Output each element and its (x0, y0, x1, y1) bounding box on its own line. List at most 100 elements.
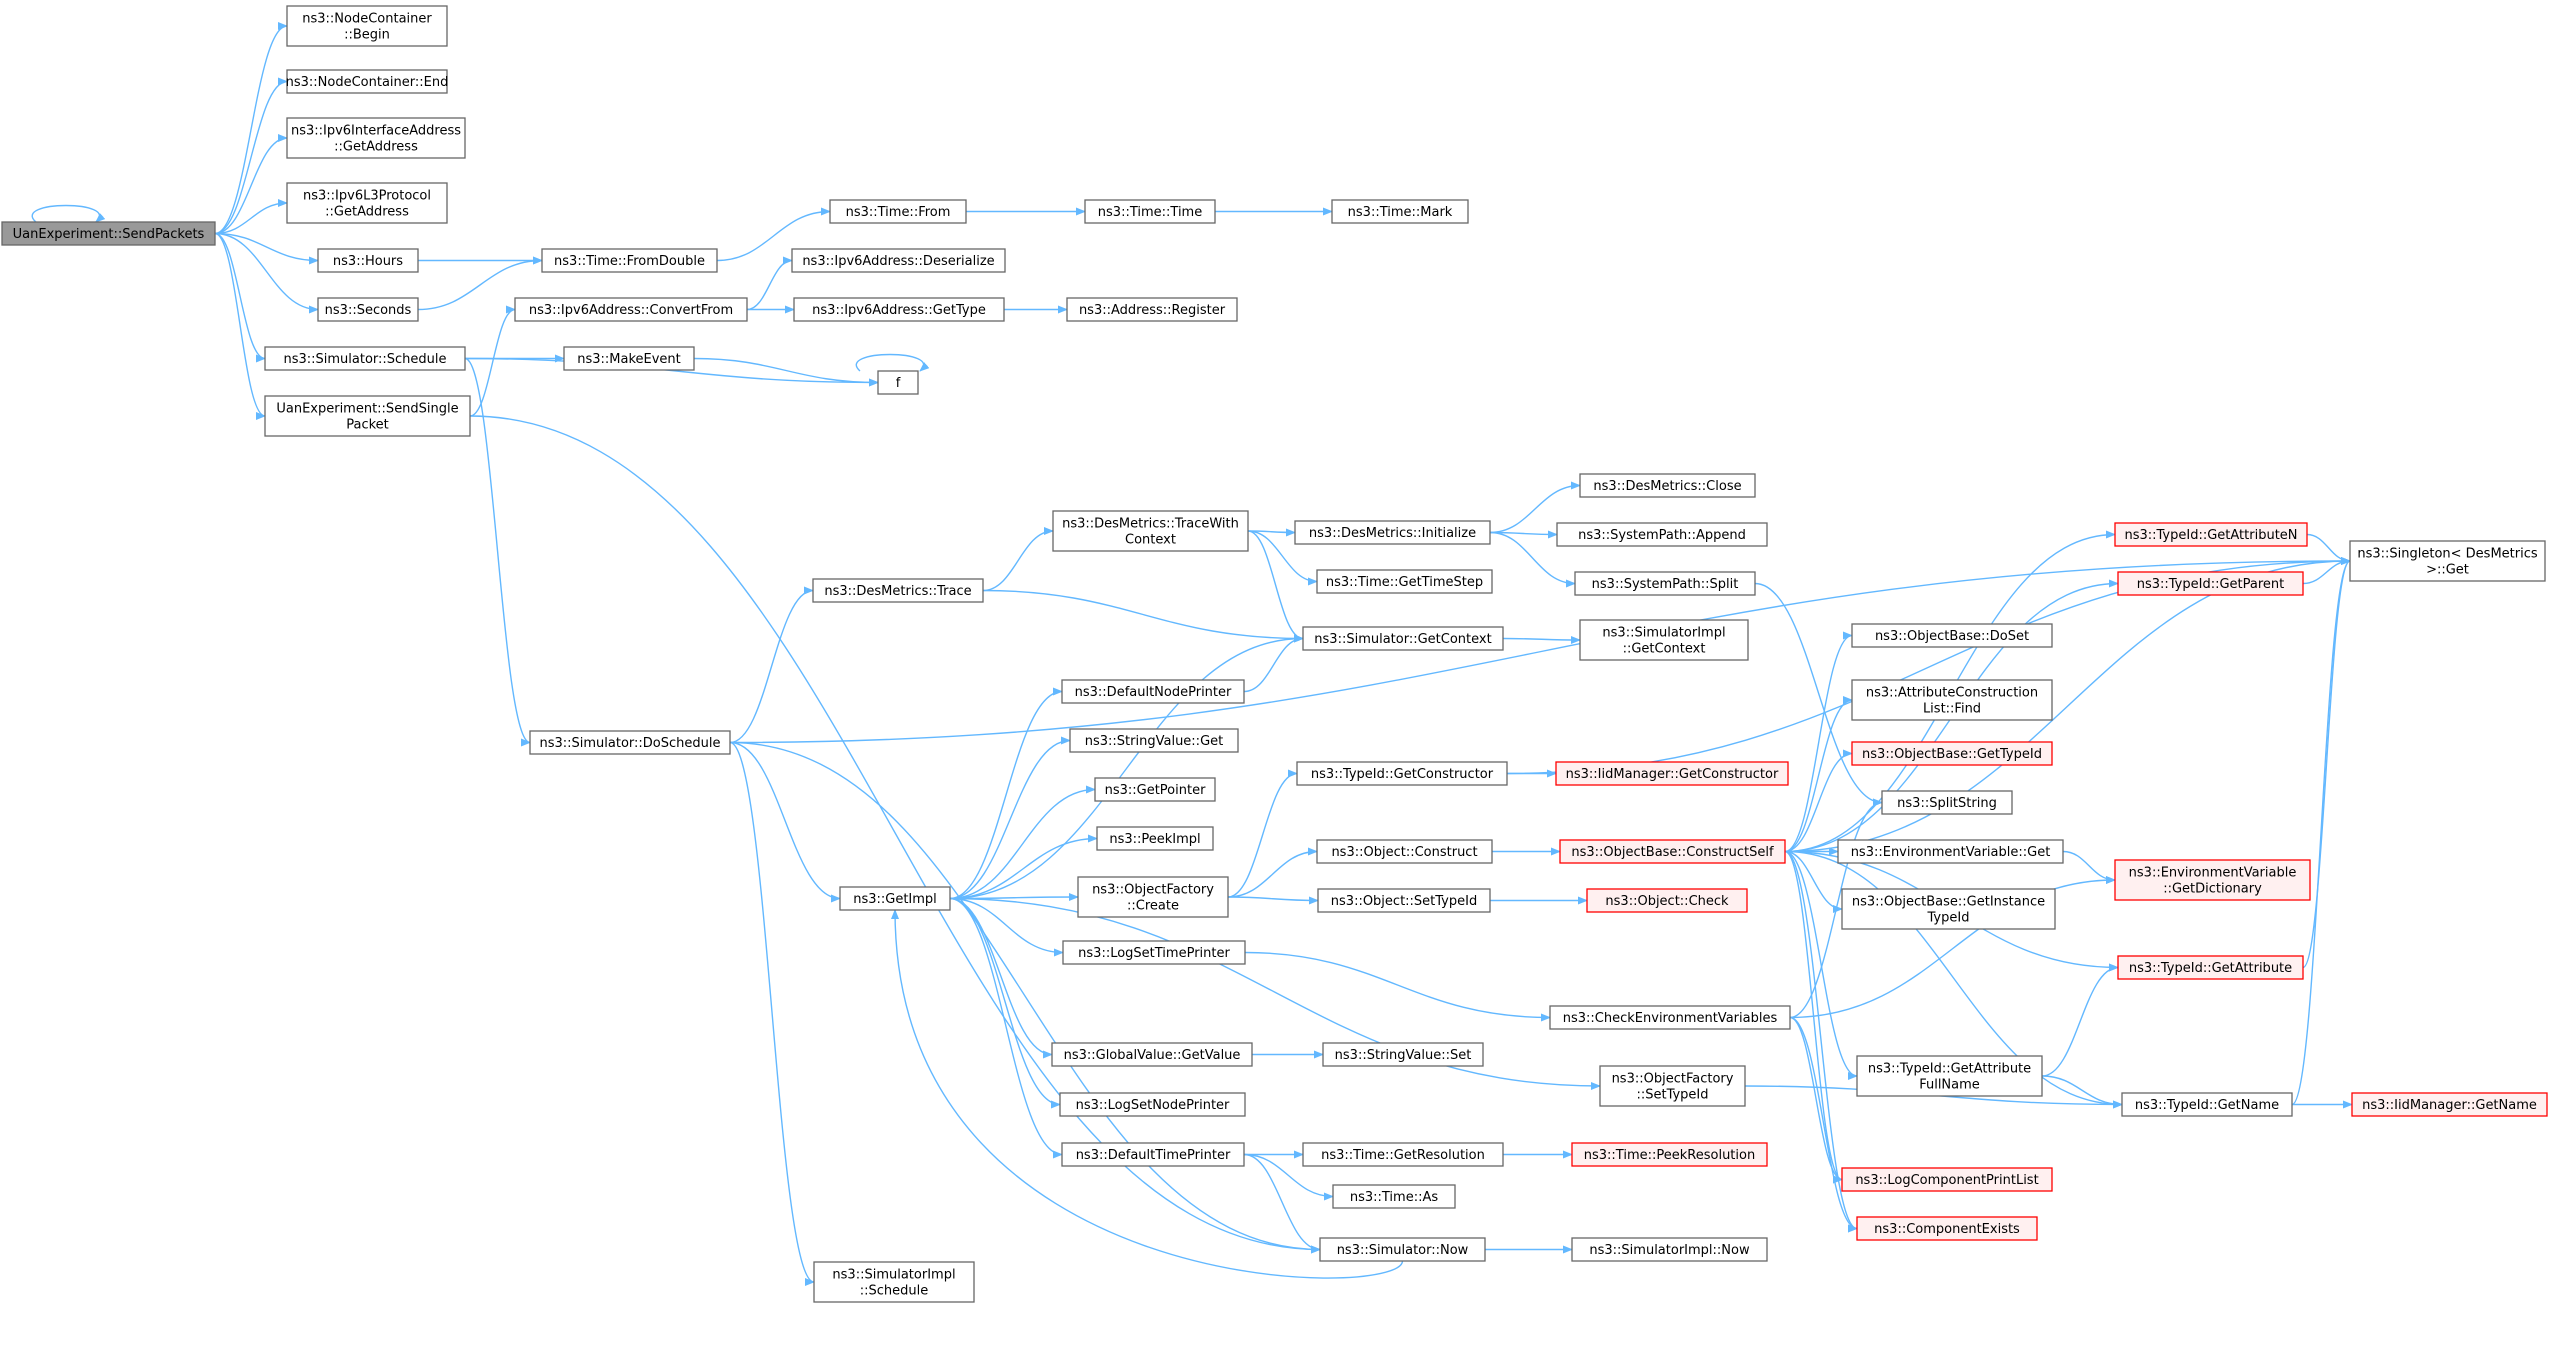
node-label: ns3::ObjectBase::GetTypeId (1862, 747, 2042, 762)
node-typeid-getconstructor[interactable]: ns3::TypeId::GetConstructor (1296, 761, 1508, 786)
node-ipv6-gettype[interactable]: ns3::Ipv6Address::GetType (793, 297, 1005, 322)
node-typeid-getname[interactable]: ns3::TypeId::GetName (2121, 1092, 2293, 1117)
call-edge-sendpackets-to-ipv6ifaddr-getaddr (214, 134, 288, 235)
node-box (1856, 1216, 2038, 1241)
node-label: ns3::ObjectBase::ConstructSelf (1571, 845, 1774, 860)
node-box (1059, 1092, 1246, 1117)
node-nc-begin[interactable]: ns3::NodeContainer::Begin (286, 5, 448, 47)
node-label: ns3::Simulator::Now (1337, 1243, 1469, 1258)
node-checkenvvars[interactable]: ns3::CheckEnvironmentVariables (1549, 1005, 1791, 1030)
node-desmetrics-trace[interactable]: ns3::DesMetrics::Trace (812, 578, 984, 603)
node-label: ns3::MakeEvent (577, 352, 681, 367)
node-logsettimeprinter[interactable]: ns3::LogSetTimePrinter (1062, 940, 1246, 965)
node-envvar-getdictionary[interactable]: ns3::EnvironmentVariable::GetDictionary (2114, 859, 2311, 901)
node-sim-doschedule[interactable]: ns3::Simulator::DoSchedule (529, 730, 731, 755)
node-sim-schedule[interactable]: ns3::Simulator::Schedule (264, 346, 466, 371)
node-time-fromdouble[interactable]: ns3::Time::FromDouble (541, 248, 718, 273)
node-objbase-doset[interactable]: ns3::ObjectBase::DoSet (1851, 623, 2053, 648)
node-label: ns3::TypeId::GetAttribute (1868, 1062, 2031, 1077)
node-label: ns3::Hours (333, 254, 403, 269)
node-box (286, 182, 448, 224)
node-objbase-constructself[interactable]: ns3::ObjectBase::ConstructSelf (1559, 839, 1786, 864)
node-getimpl[interactable]: ns3::GetImpl (839, 886, 951, 911)
call-edge-sendpackets-to-sendpackets (31, 204, 106, 223)
node-simimpl-getcontext[interactable]: ns3::SimulatorImpl::GetContext (1579, 619, 1749, 661)
node-stringvalue-set[interactable]: ns3::StringValue::Set (1322, 1042, 1484, 1067)
node-getpointer[interactable]: ns3::GetPointer (1094, 777, 1216, 802)
call-edge-envvar-get-to-envvar-getdictionary (2062, 850, 2116, 884)
node-lognodeprinter[interactable]: ns3::LogSetNodePrinter (1059, 1092, 1246, 1117)
node-box (1851, 679, 2053, 721)
node-makeevent[interactable]: ns3::MakeEvent (563, 346, 695, 371)
node-ipv6-convertfrom[interactable]: ns3::Ipv6Address::ConvertFrom (514, 297, 748, 322)
node-systempath-append[interactable]: ns3::SystemPath::Append (1556, 522, 1768, 547)
node-label: ns3::Ipv6Address::GetType (812, 303, 986, 318)
node-objfactory-settypeid[interactable]: ns3::ObjectFactory::SetTypeId (1599, 1065, 1746, 1107)
node-typeid-getattribute[interactable]: ns3::TypeId::GetAttribute (2117, 955, 2304, 980)
node-envvar-get[interactable]: ns3::EnvironmentVariable::Get (1837, 839, 2064, 864)
node-splitstring[interactable]: ns3::SplitString (1881, 790, 2013, 815)
node-label: ::GetDictionary (2163, 882, 2262, 897)
node-componentexists[interactable]: ns3::ComponentExists (1856, 1216, 2038, 1241)
node-ipv6-deserialize[interactable]: ns3::Ipv6Address::Deserialize (791, 248, 1006, 273)
node-box (1599, 1065, 1746, 1107)
node-label: ns3::SplitString (1897, 796, 1997, 811)
node-defaultnodeprinter[interactable]: ns3::DefaultNodePrinter (1061, 679, 1245, 704)
node-singleton-get[interactable]: ns3::Singleton< DesMetrics >::Get (2349, 540, 2546, 582)
node-desmetrics-initialize[interactable]: ns3::DesMetrics::Initialize (1294, 520, 1491, 545)
node-f[interactable]: f (877, 370, 919, 395)
node-globalvalue-getvalue[interactable]: ns3::GlobalValue::GetValue (1051, 1042, 1253, 1067)
node-objbase-gettypeid[interactable]: ns3::ObjectBase::GetTypeId (1851, 741, 2053, 766)
node-nc-end[interactable]: ns3::NodeContainer::End (286, 69, 449, 94)
node-object-construct[interactable]: ns3::Object::Construct (1316, 839, 1493, 864)
node-peekimpl[interactable]: ns3::PeekImpl (1096, 826, 1214, 851)
node-object-check[interactable]: ns3::Object::Check (1586, 888, 1748, 913)
node-time-peekresolution[interactable]: ns3::Time::PeekResolution (1571, 1142, 1768, 1167)
node-label: ns3::Address::Register (1079, 303, 1226, 318)
node-label: ns3::CheckEnvironmentVariables (1563, 1011, 1778, 1026)
node-stringvalue-get[interactable]: ns3::StringValue::Get (1069, 728, 1239, 753)
node-label: ns3::SimulatorImpl (832, 1268, 955, 1283)
node-simimpl-now[interactable]: ns3::SimulatorImpl::Now (1571, 1237, 1768, 1262)
node-address-register[interactable]: ns3::Address::Register (1066, 297, 1238, 322)
node-label: ns3::ObjectBase::GetInstance (1852, 895, 2045, 910)
node-sim-now[interactable]: ns3::Simulator::Now (1319, 1237, 1486, 1262)
call-edge-objbase-constructself-to-objbase-getinstancetypeid (1784, 850, 1843, 913)
node-label: ns3::Ipv6Address::ConvertFrom (529, 303, 733, 318)
node-box (1061, 679, 1245, 704)
node-ipv6l3-getaddr[interactable]: ns3::Ipv6L3Protocol::GetAddress (286, 182, 448, 224)
node-objfactory-create[interactable]: ns3::ObjectFactory::Create (1077, 876, 1229, 918)
node-iidmanager-getconstructor[interactable]: ns3::IidManager::GetConstructor (1555, 761, 1789, 786)
node-typeid-getattributen[interactable]: ns3::TypeId::GetAttributeN (2114, 522, 2308, 547)
node-desmetrics-close[interactable]: ns3::DesMetrics::Close (1579, 473, 1756, 498)
node-box (1549, 1005, 1791, 1030)
call-edge-sim-doschedule-to-singleton-get (729, 557, 2351, 744)
node-simimpl-schedule[interactable]: ns3::SimulatorImpl::Schedule (813, 1261, 975, 1303)
node-time-gettimestep[interactable]: ns3::Time::GetTimeStep (1316, 569, 1493, 594)
node-time-from[interactable]: ns3::Time::From (829, 199, 967, 224)
node-time-time[interactable]: ns3::Time::Time (1084, 199, 1216, 224)
node-object-settypeid[interactable]: ns3::Object::SetTypeId (1317, 888, 1491, 913)
call-edge-typeid-getattrfullname-to-typeid-getname (2041, 1075, 2123, 1109)
node-box (2117, 571, 2304, 596)
node-iidmanager-getname[interactable]: ns3::IidManager::GetName (2351, 1092, 2548, 1117)
node-time-as[interactable]: ns3::Time::As (1332, 1184, 1456, 1209)
call-edge-sendpackets-to-seconds (214, 232, 319, 314)
node-hours[interactable]: ns3::Hours (317, 248, 419, 273)
node-ipv6ifaddr-getaddr[interactable]: ns3::Ipv6InterfaceAddress::GetAddress (286, 117, 466, 159)
node-systempath-split[interactable]: ns3::SystemPath::Split (1574, 571, 1756, 596)
node-sendpackets[interactable]: UanExperiment::SendPackets (1, 221, 216, 246)
node-time-getresolution[interactable]: ns3::Time::GetResolution (1302, 1142, 1504, 1167)
node-time-mark[interactable]: ns3::Time::Mark (1331, 199, 1469, 224)
node-logcomponentprintlist[interactable]: ns3::LogComponentPrintList (1841, 1167, 2053, 1192)
node-defaulttimeprinter[interactable]: ns3::DefaultTimePrinter (1061, 1142, 1245, 1167)
node-seconds[interactable]: ns3::Seconds (317, 297, 419, 322)
node-label: ns3::LogSetNodePrinter (1076, 1098, 1230, 1113)
node-sim-getcontext[interactable]: ns3::Simulator::GetContext (1302, 626, 1504, 651)
node-typeid-getparent[interactable]: ns3::TypeId::GetParent (2117, 571, 2304, 596)
